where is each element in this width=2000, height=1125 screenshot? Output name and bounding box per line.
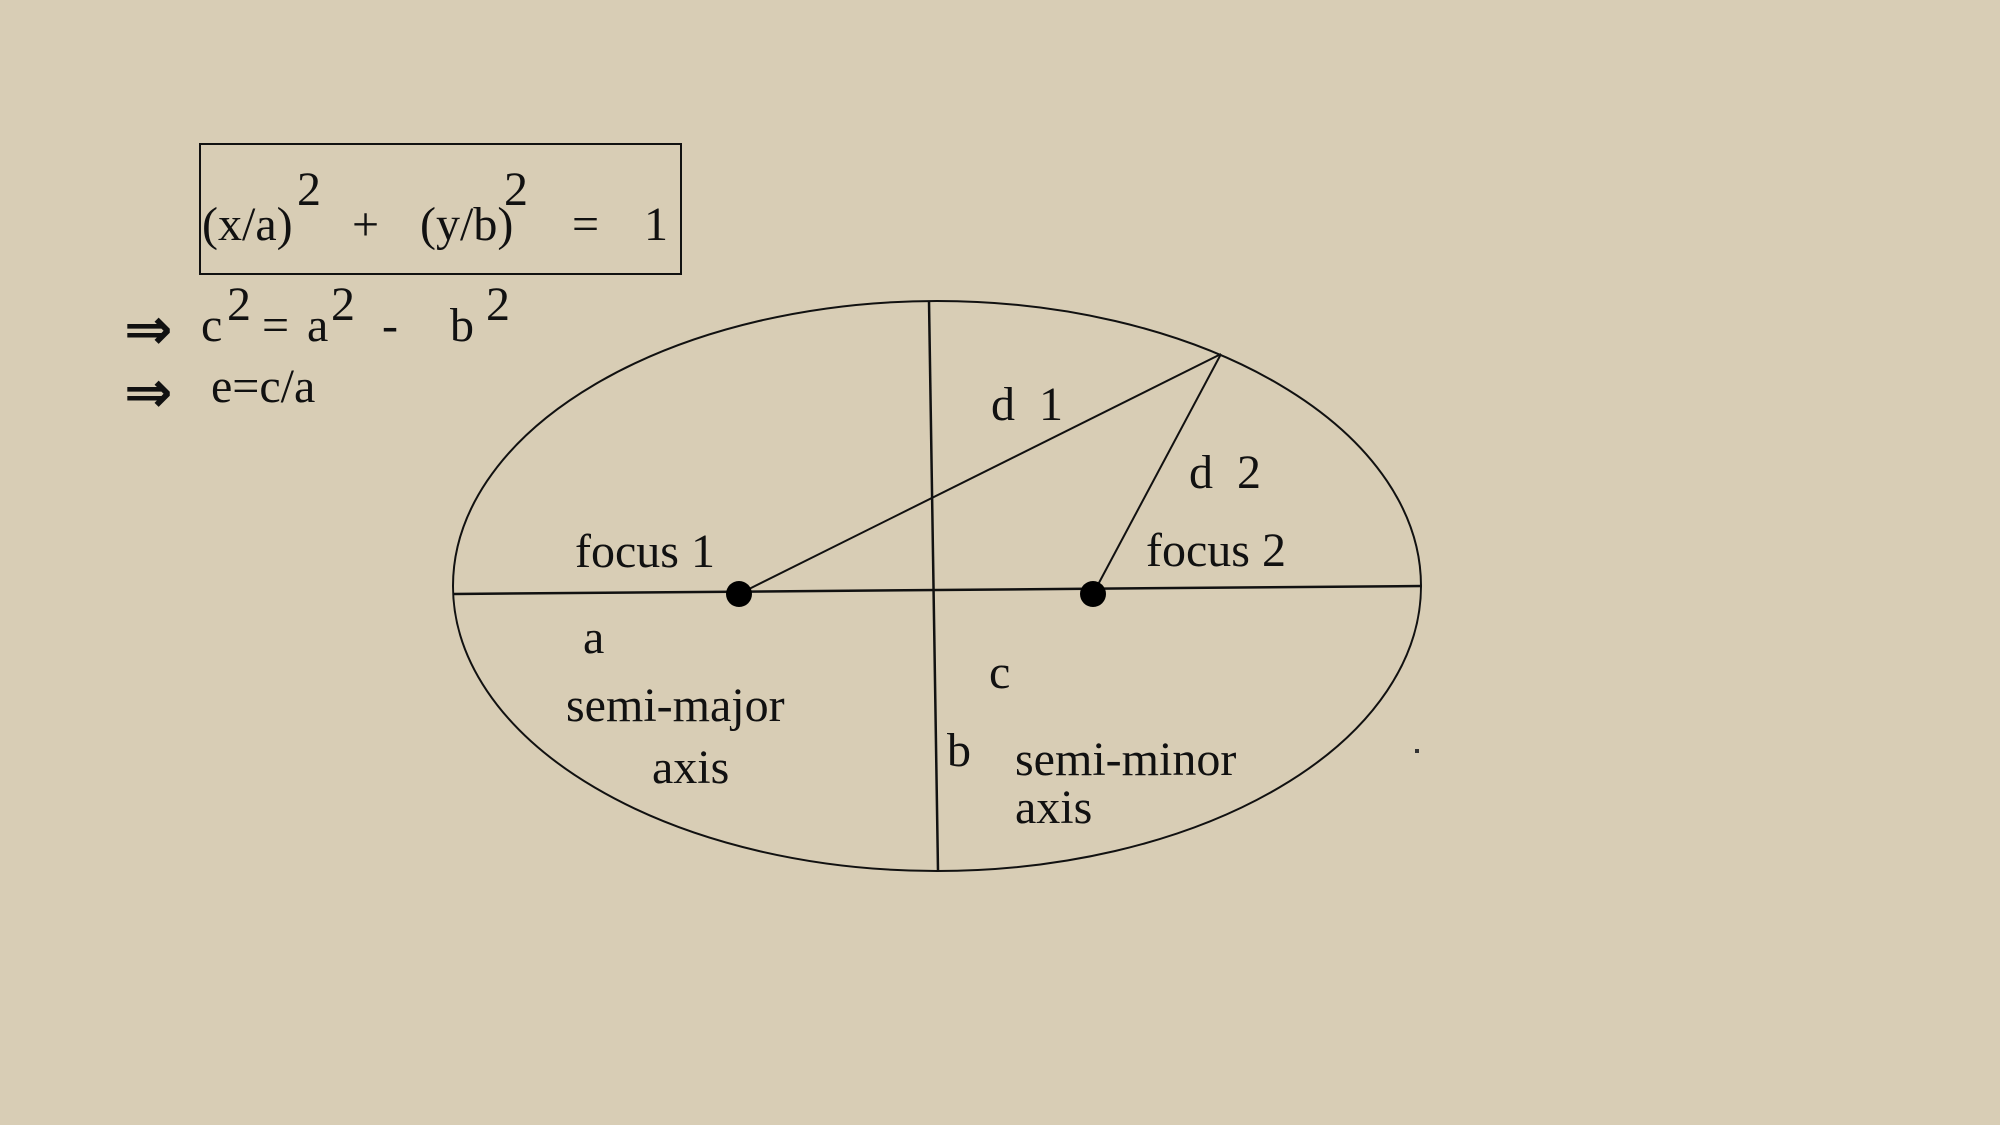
eq-term1-exponent: 2 bbox=[297, 163, 321, 216]
focal-a-exponent: 2 bbox=[331, 278, 355, 331]
label-a: a bbox=[583, 611, 605, 664]
eq-term2-exponent: 2 bbox=[504, 163, 528, 216]
focal-c-exponent: 2 bbox=[227, 278, 251, 331]
stray-mark bbox=[1415, 749, 1419, 753]
eq-rhs: 1 bbox=[644, 198, 668, 251]
label-semi-minor-line2: axis bbox=[1015, 781, 1093, 834]
label-semi-minor-line1: semi-minor bbox=[1015, 733, 1237, 786]
focal-minus: - bbox=[382, 299, 398, 352]
focal-a: a bbox=[307, 299, 329, 352]
focal-equals: = bbox=[262, 299, 290, 352]
major-axis-line bbox=[452, 584, 1423, 596]
minor-axis-line bbox=[927, 300, 940, 872]
implies-arrow-icon: ⇒ bbox=[124, 358, 173, 426]
label-semi-major-line1: semi-major bbox=[566, 679, 785, 732]
focal-c: c bbox=[201, 299, 223, 352]
label-b: b bbox=[947, 724, 971, 777]
label-semi-major-line2: axis bbox=[652, 741, 730, 794]
focal-b: b bbox=[450, 299, 474, 352]
eq-equals: = bbox=[572, 198, 600, 251]
eq-term1: (x/a) bbox=[202, 198, 293, 251]
label-c: c bbox=[989, 646, 1011, 699]
label-d1: d 1 bbox=[991, 378, 1063, 431]
focal-b-exponent: 2 bbox=[486, 278, 510, 331]
eq-plus: + bbox=[352, 198, 380, 251]
focus2-point bbox=[1080, 581, 1106, 607]
ellipse-equation-box bbox=[199, 143, 682, 275]
label-focus-1: focus 1 bbox=[575, 525, 715, 578]
d1-line bbox=[738, 353, 1222, 595]
eq-term2: (y/b) bbox=[420, 198, 514, 251]
d2-line bbox=[1092, 353, 1222, 595]
label-d2: d 2 bbox=[1189, 446, 1261, 499]
focus1-point bbox=[726, 581, 752, 607]
implies-arrow-icon: ⇒ bbox=[124, 295, 173, 363]
eccentricity-formula: e=c/a bbox=[211, 360, 316, 413]
label-focus-2: focus 2 bbox=[1146, 524, 1286, 577]
